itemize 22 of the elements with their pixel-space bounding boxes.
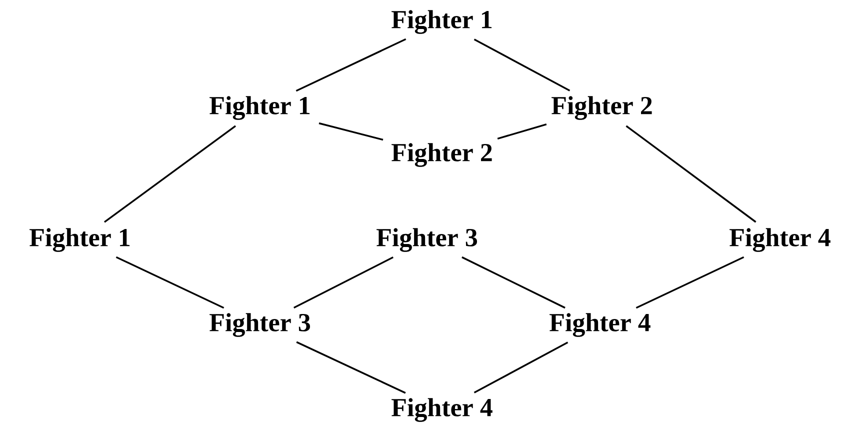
fighter-name: Fighter 1 [30,228,130,252]
fighter-name: Fighter 3 [210,313,310,337]
connector-line [497,124,547,140]
fighter-name: Fighter 4 [550,313,650,337]
connector-line [104,125,236,223]
fighter-name: Fighter 4 [392,398,492,422]
fighter-name: Fighter 2 [552,96,652,120]
fighter-name: Fighter 1 [392,10,492,34]
connector-line [293,256,394,309]
fighter-name: Fighter 4 [730,228,830,252]
connector-line [474,342,568,394]
connector-line [462,256,566,309]
fighter-name: Fighter 1 [210,96,310,120]
fighter-name: Fighter 2 [392,143,492,167]
connector-line [626,125,756,223]
connector-line [296,38,406,92]
connector-line [116,256,224,309]
connector-line [318,122,384,141]
connector-line [296,341,406,394]
connector-line [474,38,570,92]
connector-line [636,256,744,309]
fighter-name: Fighter 3 [376,228,478,252]
